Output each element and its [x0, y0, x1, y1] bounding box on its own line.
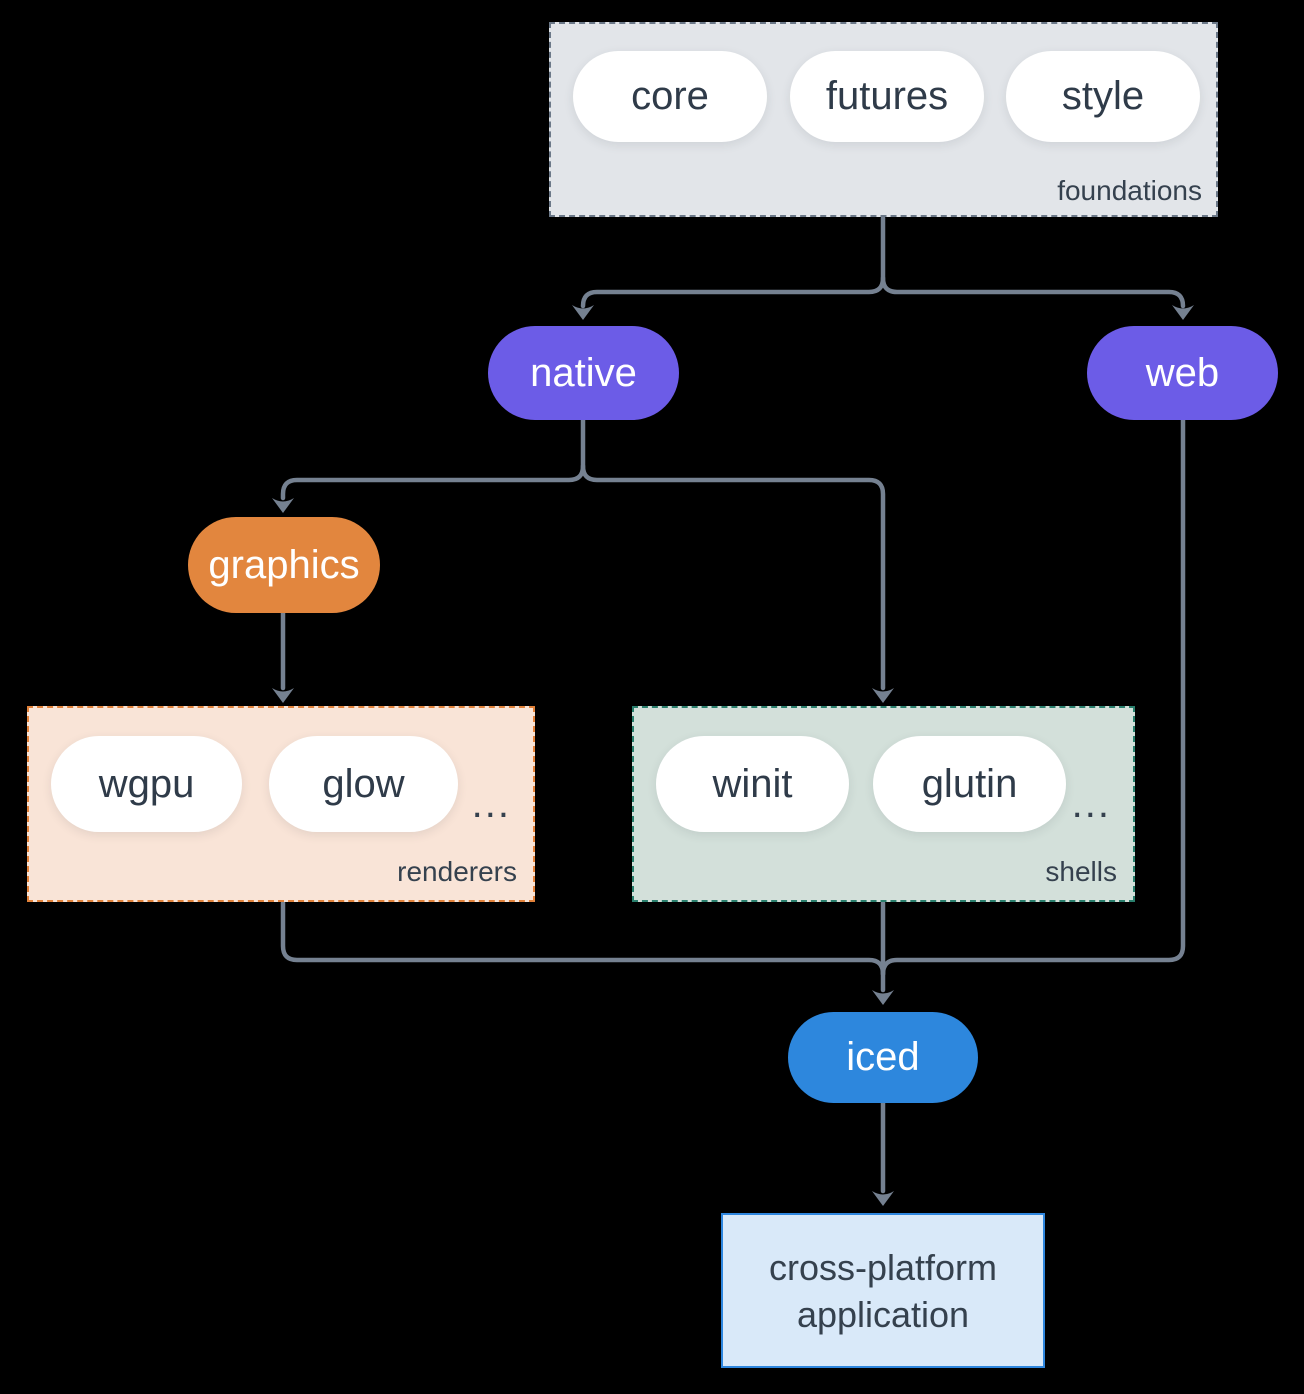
node-core: core [573, 51, 767, 142]
arrowhead-shells [872, 688, 894, 703]
node-iced: iced [788, 1012, 978, 1103]
node-futures: futures [790, 51, 984, 142]
group-label-shells: shells [1045, 856, 1117, 887]
edge-foundations-native [580, 215, 886, 309]
node-glow: glow [269, 736, 458, 832]
node-native: native [488, 326, 679, 420]
group-label-foundations: foundations [1057, 175, 1202, 206]
shells-ellipsis: ... [1071, 781, 1111, 826]
node-glutin: glutin [873, 736, 1066, 832]
group-label-renderers: renderers [397, 856, 517, 887]
arrowhead-native [572, 305, 594, 320]
edge-native-graphics [280, 417, 586, 501]
edge-native-shells [580, 463, 886, 691]
node-winit: winit [656, 736, 849, 832]
node-style: style [1006, 51, 1200, 142]
arrowhead-graphics [272, 498, 294, 513]
node-web: web [1087, 326, 1278, 420]
arrowhead-renderers [272, 688, 294, 703]
node-wgpu: wgpu [51, 736, 242, 832]
group-shells: winit glutin ... shells [632, 706, 1135, 902]
node-graphics: graphics [188, 517, 380, 613]
group-renderers: wgpu glow ... renderers [27, 706, 535, 902]
renderers-ellipsis: ... [471, 781, 511, 826]
edge-foundations-web [880, 275, 1186, 309]
arrowhead-app [872, 1191, 894, 1206]
arrowhead-iced [872, 990, 894, 1005]
node-cross-platform-application: cross-platform application [721, 1213, 1045, 1368]
edge-renderers-bus [280, 900, 886, 977]
arrowhead-web [1172, 305, 1194, 320]
group-foundations: core futures style foundations [549, 22, 1218, 217]
